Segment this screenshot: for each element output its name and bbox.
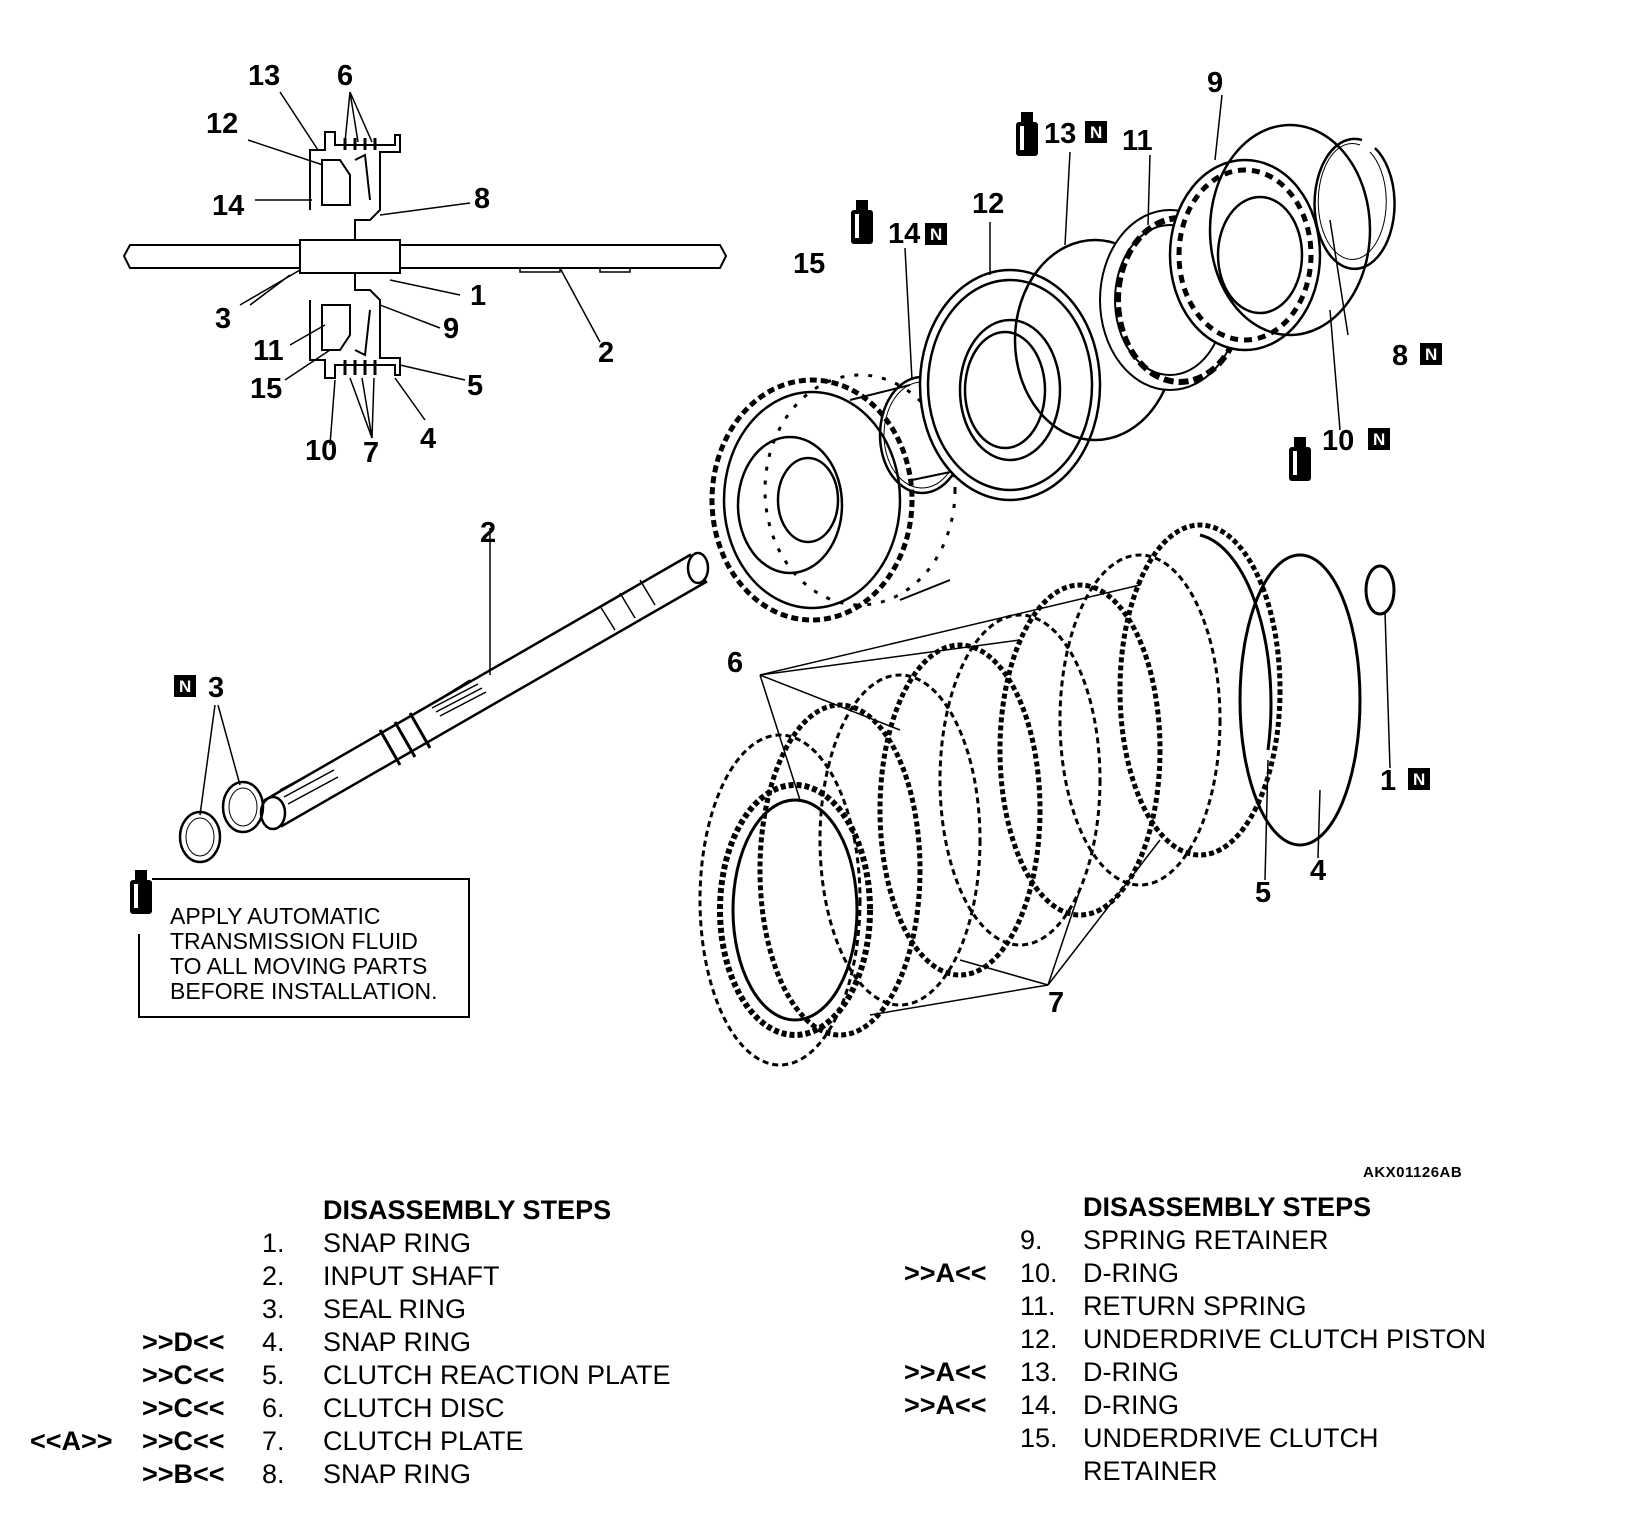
- callout-7: 7: [1048, 987, 1064, 1019]
- callout-7: 7: [363, 437, 379, 469]
- callout-14: 14: [212, 190, 244, 222]
- callout-4: 4: [1310, 855, 1326, 887]
- snap-ring-8: [1313, 137, 1396, 271]
- callout-6: 6: [727, 647, 743, 679]
- steps-heading: DISASSEMBLY STEPS: [323, 1195, 612, 1225]
- seal-rings-3: [178, 704, 265, 864]
- shaft-callouts: 2 3 N: [174, 517, 496, 704]
- note-line: APPLY AUTOMATIC: [170, 903, 381, 929]
- atf-bottle-icon: [1016, 112, 1038, 156]
- callout-1: 1: [470, 280, 486, 312]
- step-row: 15.UNDERDRIVE CLUTCH: [1020, 1423, 1379, 1453]
- step-row: RETAINER: [1083, 1456, 1218, 1486]
- cross-section-view: [122, 91, 728, 446]
- step-row: 12.UNDERDRIVE CLUTCH PISTON: [1020, 1324, 1487, 1354]
- upper-leaders: [904, 94, 1349, 431]
- upper-marks: N N N N: [851, 112, 1442, 481]
- step-row: <<A>>>>C<< 7.CLUTCH PLATE: [30, 1426, 524, 1456]
- step-row: >>A<< 10.D-RING: [904, 1258, 1179, 1288]
- upper-callouts: 9 13 11 12 14 15 8 10: [793, 67, 1408, 457]
- cross-section-callouts: 13 6 12 14 8 1 3 9 2 11 15 5 10 7 4: [206, 60, 614, 469]
- clutch-retainer-15: [709, 373, 961, 623]
- callout-11: 11: [1122, 125, 1153, 157]
- new-part-mark-icon: N: [1085, 121, 1107, 143]
- svg-text:N: N: [930, 225, 942, 244]
- callout-8: 8: [1392, 340, 1408, 372]
- figure-id: AKX01126AB: [1363, 1164, 1463, 1181]
- callout-3: 3: [208, 672, 224, 704]
- new-part-mark-icon: N: [925, 223, 947, 245]
- step-row: 1.SNAP RING: [262, 1228, 472, 1258]
- step-row: >>B<< 8.SNAP RING: [142, 1459, 472, 1489]
- callout-10: 10: [305, 435, 337, 467]
- callout-3: 3: [215, 303, 231, 335]
- step-row: 3.SEAL RING: [262, 1294, 467, 1324]
- note-line: BEFORE INSTALLATION.: [170, 978, 438, 1004]
- note-line: TRANSMISSION FLUID: [170, 928, 418, 954]
- atf-bottle-icon: [851, 200, 873, 244]
- underdrive-clutch-piston-12: [918, 268, 1102, 502]
- clutch-pack-callouts: 6 1 N 5 4 7: [727, 647, 1430, 1019]
- new-part-mark-icon: N: [174, 675, 196, 697]
- note-line: TO ALL MOVING PARTS: [170, 953, 428, 979]
- clutch-pack: [698, 522, 1396, 1067]
- steps-heading: DISASSEMBLY STEPS: [1083, 1192, 1372, 1222]
- svg-text:N: N: [1425, 345, 1437, 364]
- d-ring-10: [1208, 123, 1372, 337]
- step-row: 11.RETURN SPRING: [1020, 1291, 1307, 1321]
- step-row: >>A<< 14.D-RING: [904, 1390, 1179, 1420]
- callout-15: 15: [250, 373, 282, 405]
- input-shaft-2: [259, 528, 710, 831]
- step-row: 9.SPRING RETAINER: [1020, 1225, 1329, 1255]
- callout-9: 9: [1207, 67, 1223, 99]
- atf-note-box: APPLY AUTOMATIC TRANSMISSION FLUID TO AL…: [130, 868, 470, 1018]
- callout-2: 2: [480, 517, 496, 549]
- atf-bottle-icon: [1289, 437, 1311, 481]
- step-row: >>A<< 13.D-RING: [904, 1357, 1179, 1387]
- atf-note-text: APPLY AUTOMATIC TRANSMISSION FLUID TO AL…: [170, 904, 438, 1004]
- callout-13: 13: [248, 60, 280, 92]
- step-row: >>D<< 4.SNAP RING: [142, 1327, 472, 1357]
- step-row: >>C<< 6.CLUTCH DISC: [142, 1393, 505, 1423]
- new-part-mark-icon: N: [1368, 428, 1390, 450]
- step-row: 2.INPUT SHAFT: [262, 1261, 500, 1291]
- step-row: >>C<< 5.CLUTCH REACTION PLATE: [142, 1360, 671, 1390]
- callout-10: 10: [1322, 425, 1354, 457]
- callout-14: 14: [888, 218, 920, 250]
- callout-1: 1: [1380, 765, 1396, 797]
- callout-12: 12: [206, 108, 238, 140]
- atf-bottle-icon: [130, 868, 152, 934]
- callout-11: 11: [253, 335, 284, 367]
- spring-retainer-9: [1168, 158, 1322, 352]
- callout-5: 5: [1255, 877, 1271, 909]
- svg-text:N: N: [179, 677, 191, 696]
- callout-2: 2: [598, 337, 614, 369]
- new-part-mark-icon: N: [1420, 343, 1442, 365]
- callout-5: 5: [467, 370, 483, 402]
- new-part-mark-icon: N: [1408, 768, 1430, 790]
- callout-4: 4: [420, 423, 436, 455]
- callout-9: 9: [443, 313, 459, 345]
- callout-6: 6: [337, 60, 353, 92]
- svg-text:N: N: [1090, 123, 1102, 142]
- svg-text:N: N: [1413, 770, 1425, 789]
- callout-13: 13: [1044, 118, 1076, 150]
- callout-12: 12: [972, 188, 1004, 220]
- callout-8: 8: [474, 183, 490, 215]
- clutch-pack-leaders: [759, 584, 1391, 1016]
- callout-15: 15: [793, 248, 825, 280]
- svg-text:N: N: [1373, 430, 1385, 449]
